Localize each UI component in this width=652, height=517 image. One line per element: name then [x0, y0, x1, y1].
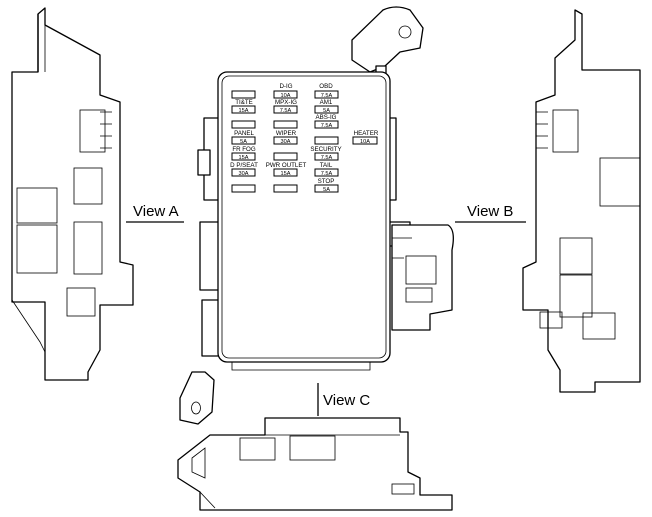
fuse-dig: [273, 90, 298, 99]
fuse-blank-r3c1: [231, 120, 256, 129]
fuse-amp-tail: 7.5A: [321, 171, 333, 177]
fuse-security: [314, 152, 339, 161]
fuse-tilte: [231, 105, 256, 114]
view-b-callout: View B: [455, 203, 526, 223]
fuse-amp-pwroutlet: 15A: [281, 171, 291, 177]
fuse-box-housing: [217, 71, 391, 363]
fuse-blank-r3c2: [273, 120, 298, 129]
fuse-panel: [231, 136, 256, 145]
fuse-label-frfog: FR FOG: [232, 146, 256, 153]
fuse-blank-r4c3: [314, 136, 339, 145]
fuse-absig: [314, 120, 339, 129]
fuse-label-wiper: WIPER: [276, 130, 297, 137]
fuse-amp-wiper: 30A: [281, 139, 291, 145]
bottom-profile: [177, 417, 453, 511]
fuse-dpseat: [231, 168, 256, 177]
fuse-label-panel: PANEL: [234, 130, 254, 137]
fuse-tail: [314, 168, 339, 177]
fuse-pwroutlet: [273, 168, 298, 177]
right-side-profile: [522, 9, 641, 393]
fuse-amp-absig: 7.5A: [321, 123, 333, 129]
fuse-label-stop: STOP: [318, 178, 335, 185]
fuse-label-am1: AM1: [320, 99, 333, 106]
fuse-amp-mpxig: 7.5A: [280, 108, 292, 114]
fuse-label-absig: ABS-IG: [316, 114, 337, 121]
view-a-callout: View A: [126, 203, 184, 223]
fuse-amp-panel: 5A: [240, 139, 247, 145]
mount-hole-top: [398, 25, 412, 39]
fuse-amp-dpseat: 30A: [239, 171, 249, 177]
fuse-label-tilte: TI&TE: [235, 99, 253, 106]
view-a-label: View A: [133, 203, 179, 220]
fuse-amp-stop: 5A: [323, 187, 330, 193]
fuse-label-dpseat: D P/SEAT: [230, 162, 258, 169]
fuse-heater: [352, 136, 378, 145]
fuse-amp-dig: 10A: [281, 93, 291, 99]
fuse-label-pwroutlet: PWR OUTLET: [266, 162, 307, 169]
fuse-amp-obd: 7.5A: [321, 93, 333, 99]
fuse-label-mpxig: MPX-IG: [275, 99, 297, 106]
fuse-box-front: D-IG 10A OBD 7.5A TI&TE 15A MPX-IG 7.5A …: [179, 6, 454, 425]
left-side-profile: [11, 7, 134, 381]
view-c-callout: View C: [317, 383, 370, 416]
fuse-label-tail: TAIL: [320, 162, 333, 169]
fuse-blank-r5c2: [273, 152, 298, 161]
fuse-label-obd: OBD: [319, 83, 333, 90]
fuse-frfog: [231, 152, 256, 161]
fuse-blank-r7c1: [231, 184, 256, 193]
fuse-label-security: SECURITY: [310, 146, 341, 153]
mount-hole-bottom: [191, 401, 201, 415]
fuse-amp-security: 7.5A: [321, 155, 333, 161]
view-b-label: View B: [467, 203, 513, 220]
fuse-blank-r7c2: [273, 184, 298, 193]
fuse-amp-am1: 5A: [323, 108, 330, 114]
fuse-stop: [314, 184, 339, 193]
fuse-amp-tilte: 15A: [239, 108, 249, 114]
view-c-label: View C: [323, 392, 370, 409]
fuse-am1: [314, 105, 339, 114]
fuse-amp-heater: 10A: [360, 139, 370, 145]
fuse-blank-r1c1: [231, 90, 256, 99]
fuse-mpxig: [273, 105, 298, 114]
fuse-amp-frfog: 15A: [239, 155, 249, 161]
fuse-obd: [314, 90, 339, 99]
fuse-label-dig: D-IG: [279, 83, 292, 90]
fuse-wiper: [273, 136, 298, 145]
fuse-label-heater: HEATER: [354, 130, 379, 137]
